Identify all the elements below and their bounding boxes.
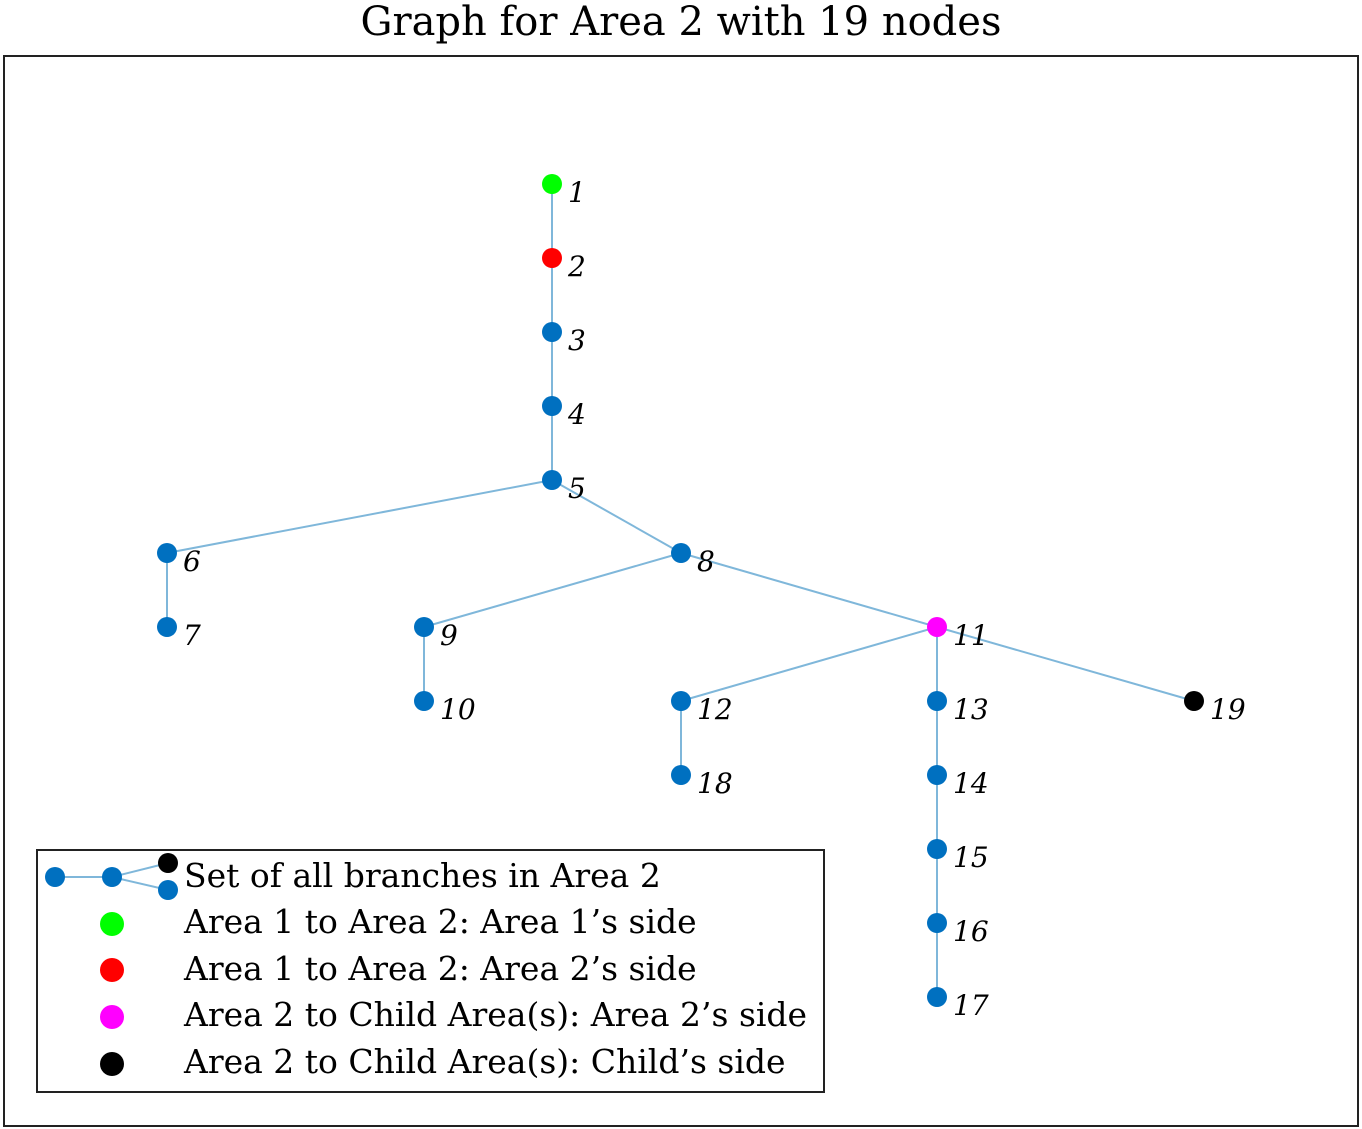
node-6 (157, 543, 177, 563)
node-4 (542, 396, 562, 416)
node-label-18: 18 (697, 767, 733, 800)
node-label-16: 16 (953, 915, 989, 948)
node-label-17: 17 (953, 989, 989, 1022)
node-label-9: 9 (440, 619, 458, 652)
node-layer (157, 174, 1204, 1007)
legend-label-area1-side: Area 1 to Area 2: Area 1’s side (183, 902, 697, 941)
edge-5-8 (551, 479, 682, 554)
node-label-6: 6 (183, 545, 201, 578)
node-label-8: 8 (697, 545, 715, 578)
legend: Set of all branches in Area 2 Area 1 to … (36, 849, 825, 1093)
node-14 (927, 765, 947, 785)
node-2 (542, 248, 562, 268)
node-label-11: 11 (953, 619, 989, 652)
node-label-13: 13 (953, 693, 989, 726)
node-label-5: 5 (568, 472, 586, 505)
legend-marker-child-side (100, 1052, 124, 1076)
node-label-3: 3 (568, 324, 586, 357)
node-19 (1184, 691, 1204, 711)
legend-marker-area2-side (100, 958, 124, 982)
edge-8-9 (423, 552, 682, 628)
node-label-10: 10 (440, 693, 476, 726)
node-16 (927, 913, 947, 933)
plot-frame (3, 55, 1359, 1127)
node-label-4: 4 (567, 398, 586, 431)
legend-marker-area1-side (100, 912, 124, 936)
node-3 (542, 322, 562, 342)
legend-branch-node (45, 867, 65, 887)
node-10 (414, 691, 434, 711)
edge-layer (166, 184, 1195, 997)
legend-branch-child-node (158, 853, 178, 873)
node-7 (157, 617, 177, 637)
legend-branches-symbol (45, 853, 178, 900)
node-12 (671, 691, 691, 711)
edge-11-12 (680, 626, 938, 702)
legend-marker-child-parent-side (100, 1005, 124, 1029)
node-15 (927, 839, 947, 859)
legend-branch-node (102, 867, 122, 887)
edge-11-19 (936, 626, 1195, 702)
node-11 (927, 617, 947, 637)
node-label-2: 2 (567, 250, 586, 283)
node-18 (671, 765, 691, 785)
legend-label-child-parent-side: Area 2 to Child Area(s): Area 2’s side (183, 995, 807, 1034)
node-8 (671, 543, 691, 563)
edge-8-11 (680, 552, 938, 628)
node-13 (927, 691, 947, 711)
node-9 (414, 617, 434, 637)
node-label-15: 15 (953, 841, 989, 874)
legend-label-area2-side: Area 1 to Area 2: Area 2’s side (183, 949, 697, 988)
node-label-12: 12 (697, 693, 733, 726)
node-1 (542, 174, 562, 194)
node-label-7: 7 (183, 619, 201, 652)
node-label-14: 14 (953, 767, 989, 800)
node-label-19: 19 (1210, 693, 1246, 726)
legend-branch-node (158, 880, 178, 900)
legend-label-branches: Set of all branches in Area 2 (184, 856, 661, 895)
legend-label-child-side: Area 2 to Child Area(s): Child’s side (183, 1042, 786, 1081)
edge-5-6 (166, 479, 553, 554)
node-5 (542, 470, 562, 490)
node-label-1: 1 (568, 176, 586, 209)
diagram-title: Graph for Area 2 with 19 nodes (360, 0, 1002, 45)
node-17 (927, 987, 947, 1007)
